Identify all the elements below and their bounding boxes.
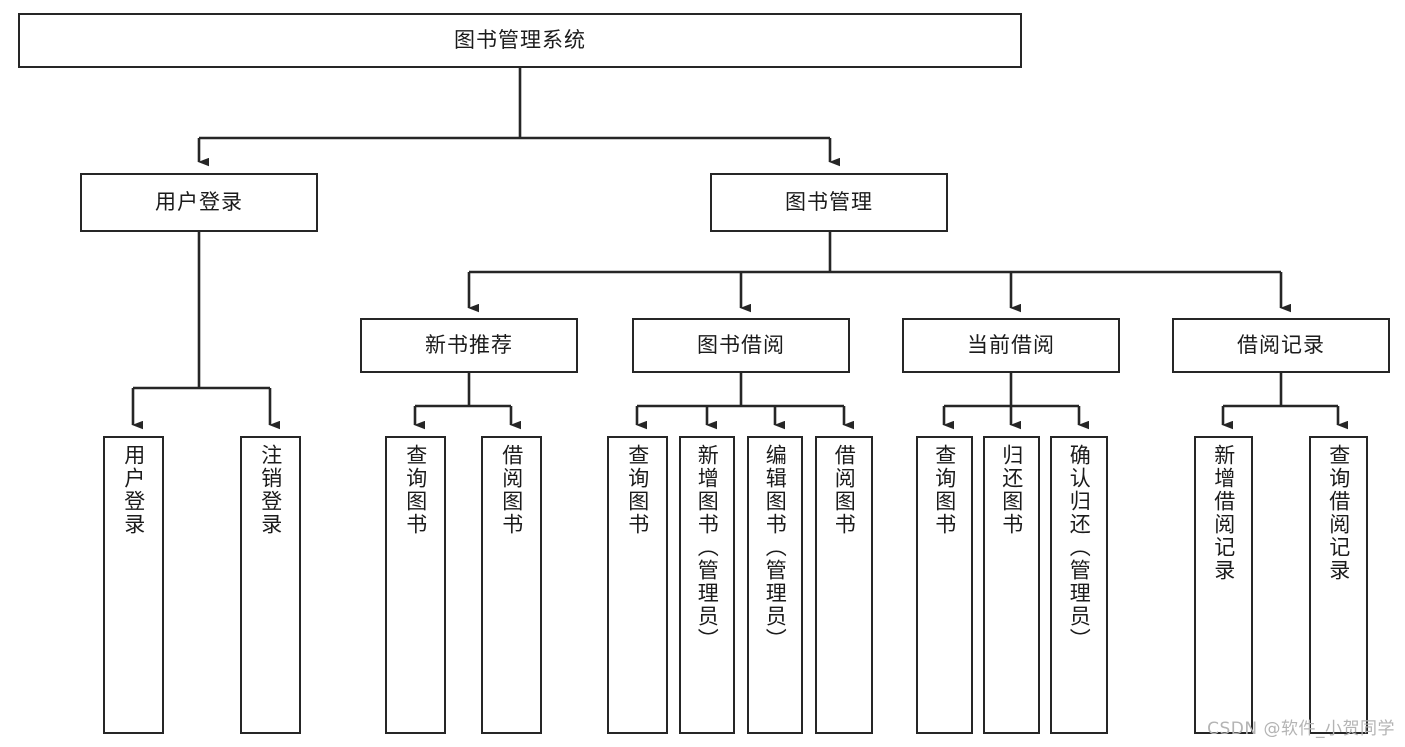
node-leaf-user-login[interactable]: 用户登录: [103, 436, 164, 734]
node-label: 用户登录: [155, 190, 243, 215]
node-leaf-query-book-borrow[interactable]: 查询图书: [607, 436, 668, 734]
edge-borrow-record-to-leaves: [1221, 373, 1348, 430]
node-label: 用户登录: [121, 444, 146, 536]
node-leaf-confirm-return-admin[interactable]: 确认归还（管理员）: [1050, 436, 1108, 734]
edge-book-borrow-to-leaves: [635, 373, 854, 430]
node-leaf-return-book[interactable]: 归还图书: [983, 436, 1040, 734]
edge-book-manage-to-level2: [467, 232, 1291, 313]
node-borrow-record[interactable]: 借阅记录: [1172, 318, 1390, 373]
node-leaf-query-book-current[interactable]: 查询图书: [916, 436, 973, 734]
node-label: 查询图书: [625, 444, 650, 536]
node-leaf-user-logout[interactable]: 注销登录: [240, 436, 301, 734]
node-root-system[interactable]: 图书管理系统: [18, 13, 1022, 68]
node-label: 图书管理: [785, 190, 873, 215]
node-leaf-query-book-recommend[interactable]: 查询图书: [385, 436, 446, 734]
node-label: 新书推荐: [425, 333, 513, 358]
node-label: 借阅图书: [832, 444, 857, 536]
node-book-borrow[interactable]: 图书借阅: [632, 318, 850, 373]
node-label: 图书借阅: [697, 333, 785, 358]
node-label: 注销登录: [258, 444, 283, 536]
node-current-borrow[interactable]: 当前借阅: [902, 318, 1120, 373]
node-label: 确认归还（管理员）: [1067, 444, 1092, 651]
node-leaf-borrow-book[interactable]: 借阅图书: [815, 436, 873, 734]
edge-new-book-rec-to-leaves: [413, 373, 521, 430]
node-leaf-add-borrow-record[interactable]: 新增借阅记录: [1194, 436, 1253, 734]
node-label: 新增借阅记录: [1211, 444, 1236, 582]
node-label: 归还图书: [999, 444, 1024, 536]
node-label: 查询借阅记录: [1326, 444, 1351, 582]
node-leaf-borrow-book-recommend[interactable]: 借阅图书: [481, 436, 542, 734]
node-label: 编辑图书（管理员）: [763, 444, 788, 651]
node-label: 借阅记录: [1237, 333, 1325, 358]
node-label: 当前借阅: [967, 333, 1055, 358]
edge-root-to-level1: [197, 68, 840, 167]
node-leaf-add-book-admin[interactable]: 新增图书（管理员）: [679, 436, 735, 734]
node-label: 新增图书（管理员）: [695, 444, 720, 651]
node-leaf-edit-book-admin[interactable]: 编辑图书（管理员）: [747, 436, 803, 734]
node-leaf-query-borrow-record[interactable]: 查询借阅记录: [1309, 436, 1368, 734]
node-label: 借阅图书: [499, 444, 524, 536]
watermark-text: CSDN @软件_小贺同学: [1207, 719, 1395, 739]
node-book-manage[interactable]: 图书管理: [710, 173, 948, 232]
edge-current-borrow-to-leaves: [942, 373, 1089, 430]
node-label: 图书管理系统: [454, 28, 586, 53]
node-user-login[interactable]: 用户登录: [80, 173, 318, 232]
edge-user-login-to-leaves: [131, 232, 280, 430]
node-new-book-recommend[interactable]: 新书推荐: [360, 318, 578, 373]
node-label: 查询图书: [932, 444, 957, 536]
node-label: 查询图书: [403, 444, 428, 536]
